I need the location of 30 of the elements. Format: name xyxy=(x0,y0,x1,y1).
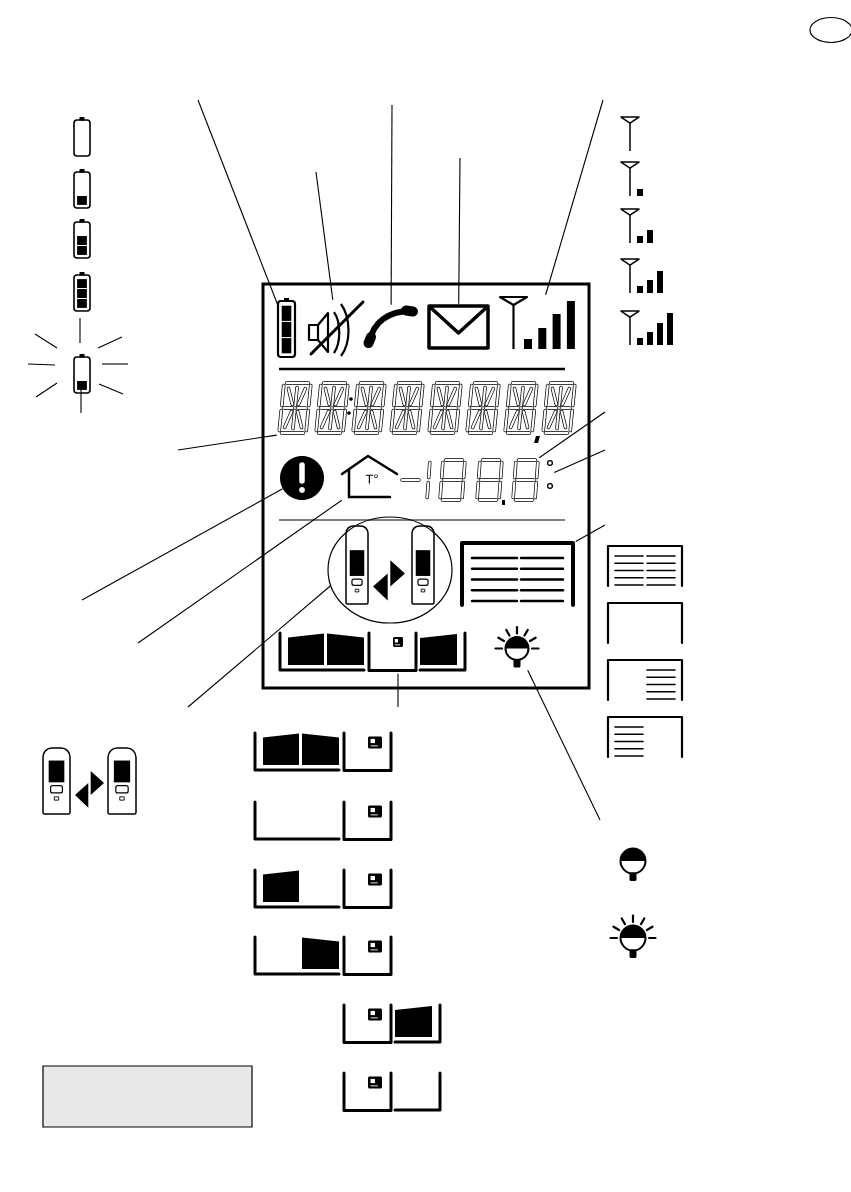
leader-line xyxy=(397,673,399,708)
leader-line xyxy=(575,524,606,542)
exclamation-icon xyxy=(280,456,324,500)
leader-line xyxy=(527,669,601,821)
shutter-icon xyxy=(460,541,575,607)
highlight-circle xyxy=(327,516,453,624)
leader-line xyxy=(458,157,461,305)
leader-line xyxy=(390,104,393,306)
battery-icon xyxy=(276,298,297,359)
phone-handset-icon xyxy=(363,305,418,348)
gate-icon xyxy=(278,631,467,672)
leader-line xyxy=(137,499,343,644)
oval-outline xyxy=(809,16,851,44)
leader-line xyxy=(187,585,331,708)
bulb-icon xyxy=(494,625,540,668)
shaded-panel xyxy=(42,1065,253,1128)
leader-line xyxy=(177,434,278,451)
leader-line xyxy=(545,99,604,296)
leader-line xyxy=(81,488,284,601)
colon-dots xyxy=(546,459,554,490)
muted-speaker-icon xyxy=(307,300,365,357)
display-frame xyxy=(261,282,591,690)
signal-strength-icon xyxy=(498,295,575,349)
leader-line xyxy=(553,449,606,474)
leader-line xyxy=(197,99,278,305)
leader-line xyxy=(538,411,606,459)
envelope-icon xyxy=(427,304,490,350)
numeric-digits xyxy=(400,458,540,505)
alphanumeric-digits xyxy=(277,381,577,443)
leader-line xyxy=(315,171,334,301)
